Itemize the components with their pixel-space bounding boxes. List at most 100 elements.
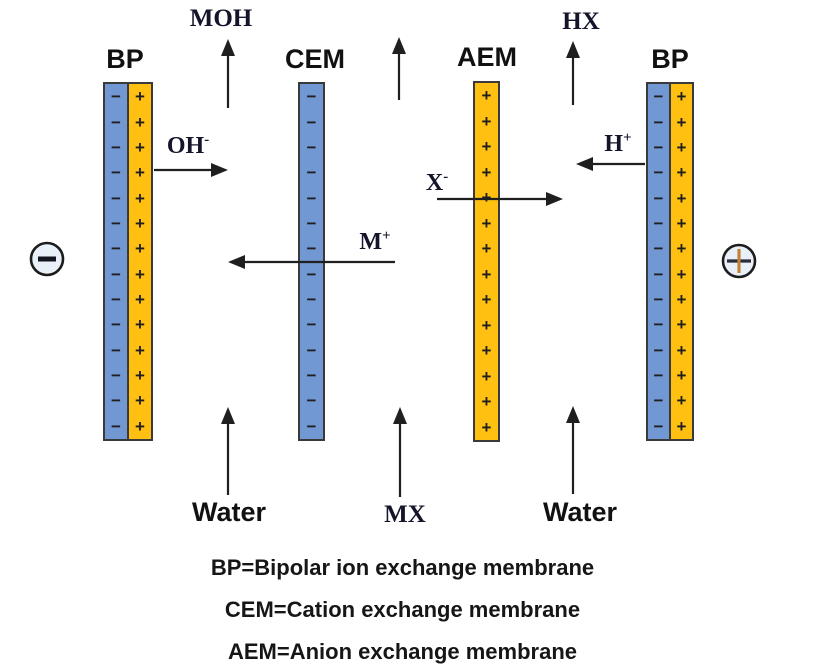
minus-charge-sign: − — [306, 163, 317, 183]
minus-charge-sign: − — [306, 137, 317, 157]
hydroxide-ion-label: OH- — [167, 132, 209, 160]
metal-cation-label: M+ — [359, 228, 390, 256]
proton-base: H — [604, 131, 624, 157]
moh-outflow-label: MOH — [189, 5, 253, 32]
plus-charge-sign: + — [676, 391, 687, 411]
minus-charge-sign: − — [653, 365, 664, 385]
water-right-label: Water — [542, 497, 618, 527]
anion-base: X — [425, 170, 444, 196]
legend-line-cem: CEM=Cation exchange membrane — [224, 597, 581, 622]
plus-charge-sign: + — [135, 264, 145, 284]
minus-charge-sign: − — [306, 315, 317, 335]
plus-charge-sign: + — [135, 239, 145, 259]
plus-charge-sign: + — [135, 87, 145, 107]
plus-charge-sign: + — [135, 188, 145, 208]
proton-charge: + — [623, 130, 632, 146]
plus-charge-sign: + — [676, 416, 687, 436]
minus-charge-sign: − — [653, 137, 664, 157]
minus-charge-sign: − — [111, 340, 121, 360]
plus-charge-sign: + — [481, 264, 492, 284]
plus-charge-sign: + — [481, 213, 492, 233]
plus-charge-sign: + — [676, 112, 687, 132]
minus-charge-sign: − — [306, 416, 317, 436]
minus-charge-sign: − — [306, 112, 317, 132]
plus-charge-sign: + — [481, 341, 492, 361]
plus-charge-sign: + — [135, 112, 145, 132]
minus-charge-sign: − — [653, 416, 664, 436]
legend: BP=Bipolar ion exchange membrane CEM=Cat… — [0, 547, 805, 672]
minus-charge-sign: − — [111, 87, 121, 107]
cem-title: CEM — [285, 44, 345, 74]
plus-charge-sign: + — [135, 416, 145, 436]
minus-charge-sign: − — [653, 112, 664, 132]
mx-feed-label: MX — [384, 501, 426, 528]
aem-layer: ++++++++++++++ — [473, 81, 500, 442]
plus-charge-sign: + — [481, 162, 492, 182]
minus-charge-sign: − — [653, 163, 664, 183]
plus-charge-sign: + — [135, 315, 145, 335]
minus-charge-sign: − — [306, 340, 317, 360]
plus-charge-sign: + — [676, 87, 687, 107]
minus-charge-sign: − — [306, 213, 317, 233]
plus-charge-sign: + — [135, 340, 145, 360]
minus-charge-sign: − — [111, 264, 121, 284]
cation-exchange-membrane: −−−−−−−−−−−−−− — [298, 82, 325, 441]
minus-charge-sign: − — [306, 365, 317, 385]
proton-label: H+ — [604, 130, 631, 158]
plus-charge-sign: + — [676, 188, 687, 208]
anion-label: X- — [426, 169, 448, 197]
bp-right-anion-layer: ++++++++++++++ — [669, 82, 694, 441]
minus-charge-sign: − — [653, 264, 664, 284]
minus-charge-sign: − — [111, 112, 121, 132]
minus-charge-sign: − — [306, 391, 317, 411]
minus-charge-sign: − — [306, 239, 317, 259]
metal-cation-charge: + — [382, 228, 391, 244]
minus-charge-sign: − — [111, 239, 121, 259]
bipolar-membrane-right: −−−−−−−−−−−−−− ++++++++++++++ — [646, 82, 694, 441]
plus-charge-sign: + — [676, 340, 687, 360]
plus-charge-sign: + — [135, 163, 145, 183]
minus-charge-sign: − — [111, 163, 121, 183]
bp-left-title: BP — [106, 44, 144, 74]
minus-charge-sign: − — [653, 87, 664, 107]
plus-charge-sign: + — [676, 163, 687, 183]
plus-charge-sign: + — [481, 111, 492, 131]
plus-charge-sign: + — [676, 239, 687, 259]
minus-charge-sign: − — [653, 188, 664, 208]
plus-charge-sign: + — [135, 137, 145, 157]
plus-charge-sign: + — [135, 213, 145, 233]
minus-charge-sign: − — [111, 416, 121, 436]
plus-charge-sign: + — [481, 86, 492, 106]
minus-charge-sign: − — [111, 213, 121, 233]
cathode-symbol — [29, 241, 65, 277]
minus-charge-sign: − — [306, 188, 317, 208]
plus-charge-sign: + — [481, 239, 492, 259]
aem-title: AEM — [457, 42, 517, 72]
minus-charge-sign: − — [653, 289, 664, 309]
plus-charge-sign: + — [481, 290, 492, 310]
minus-charge-sign: − — [111, 137, 121, 157]
plus-charge-sign: + — [481, 137, 492, 157]
plus-charge-sign: + — [481, 392, 492, 412]
plus-charge-sign: + — [135, 391, 145, 411]
legend-line-bp: BP=Bipolar ion exchange membrane — [210, 555, 595, 580]
hx-outflow-label: HX — [562, 8, 600, 35]
bp-right-cation-layer: −−−−−−−−−−−−−− — [646, 82, 671, 441]
anion-exchange-membrane: ++++++++++++++ — [473, 81, 500, 442]
plus-charge-sign: + — [481, 315, 492, 335]
bipolar-membrane-left: −−−−−−−−−−−−−− ++++++++++++++ — [103, 82, 153, 441]
anion-charge: - — [443, 169, 449, 185]
plus-charge-sign: + — [135, 365, 145, 385]
minus-charge-sign: − — [111, 365, 121, 385]
metal-cation-base: M — [359, 229, 383, 255]
plus-charge-sign: + — [676, 289, 687, 309]
minus-charge-sign: − — [653, 239, 664, 259]
minus-charge-sign: − — [111, 188, 121, 208]
hydroxide-ion-base: OH — [166, 133, 205, 159]
plus-charge-sign: + — [676, 213, 687, 233]
minus-charge-sign: − — [653, 315, 664, 335]
minus-charge-sign: − — [111, 289, 121, 309]
legend-line-aem: AEM=Anion exchange membrane — [227, 639, 578, 664]
minus-charge-sign: − — [111, 315, 121, 335]
